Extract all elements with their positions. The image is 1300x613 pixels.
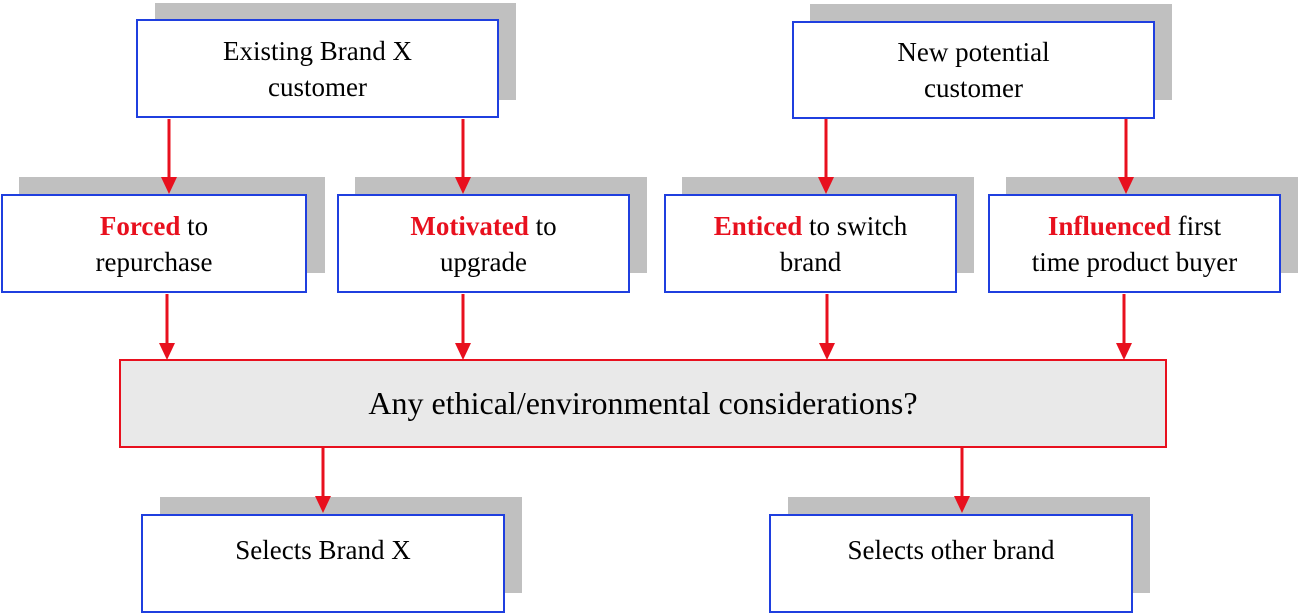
forced-line2: repurchase [95, 246, 213, 277]
selects-brand-x-label: Selects Brand X [235, 534, 411, 565]
enticed-line2: brand [779, 246, 842, 277]
influenced-box: Influenced first time product buyer [988, 194, 1281, 293]
motivated-line2: upgrade [440, 246, 527, 277]
arrowhead-forced [161, 177, 177, 194]
decision-label: Any ethical/environmental considerations… [368, 385, 918, 421]
selects-other-brand-label: Selects other brand [847, 534, 1055, 565]
existing-customer-line1: Existing Brand X [223, 35, 412, 66]
selects-brand-x-box: Selects Brand X [141, 514, 505, 613]
ethical-considerations-decision: Any ethical/environmental considerations… [119, 359, 1167, 448]
new-customer-box: New potential customer [792, 21, 1155, 119]
forced-rest: to [180, 210, 209, 241]
arrowhead-motivated-decision [455, 343, 471, 360]
new-customer-line1: New potential [897, 37, 1050, 67]
enticed-keyword: Enticed [713, 210, 803, 241]
arrowhead-influenced-decision [1116, 343, 1132, 360]
arrowhead-enticed-decision [819, 343, 835, 360]
arrowhead-forced-decision [159, 343, 175, 360]
influenced-line2: time product buyer [1031, 246, 1238, 277]
arrowhead-other-brand [954, 496, 970, 513]
enticed-box: Enticed to switch brand [664, 194, 957, 293]
forced-keyword: Forced [99, 210, 181, 241]
existing-customer-box: Existing Brand X customer [136, 19, 499, 118]
motivated-rest: to [528, 210, 557, 241]
enticed-rest: to switch [802, 210, 908, 241]
forced-box: Forced to repurchase [1, 194, 307, 293]
influenced-rest: first [1170, 210, 1222, 241]
arrowhead-enticed [818, 177, 834, 194]
arrowhead-brand-x [315, 496, 331, 513]
influenced-keyword: Influenced [1047, 210, 1171, 241]
arrowhead-motivated [455, 177, 471, 194]
motivated-box: Motivated to upgrade [337, 194, 630, 293]
existing-customer-line2: customer [268, 71, 367, 102]
arrowhead-influenced [1118, 177, 1134, 194]
selects-other-brand-box: Selects other brand [769, 514, 1133, 613]
new-customer-line2: customer [924, 73, 1023, 103]
motivated-keyword: Motivated [410, 210, 529, 241]
